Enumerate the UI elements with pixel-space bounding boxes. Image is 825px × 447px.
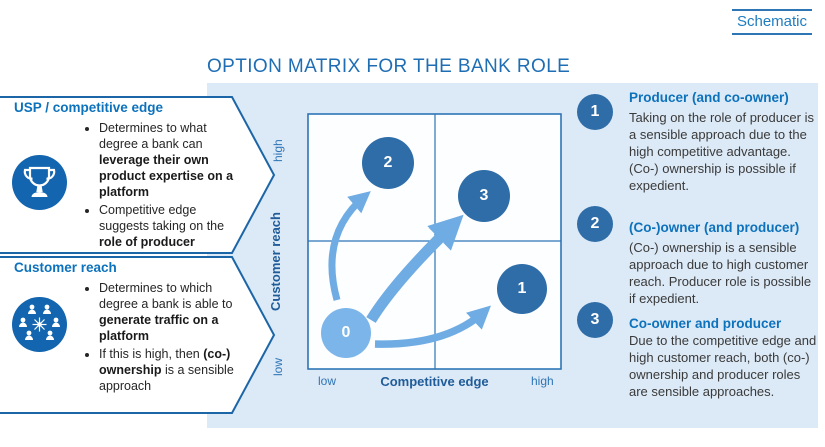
people-network-icon [12, 297, 67, 352]
bullet-item: Determines to what degree a bank can lev… [99, 120, 244, 200]
legend-item-heading: Producer (and co-owner) [629, 90, 789, 105]
matrix-point-3: 3 [458, 170, 510, 222]
callout-chevron-shape [0, 96, 276, 254]
arrow-0-to-3-icon [366, 214, 464, 323]
arrow-0-to-1-icon [374, 305, 491, 348]
trophy-icon [12, 155, 67, 210]
legend-item-heading: Co-owner and producer [629, 316, 782, 331]
bullet-item: Competitive edge suggests taking on the … [99, 202, 244, 250]
matrix-point-0: 0 [321, 308, 371, 358]
legend-item-body: Due to the competitive edge and high cus… [629, 333, 817, 399]
callout-heading: Customer reach [14, 260, 117, 275]
legend-item-heading: (Co-)owner (and producer) [629, 220, 800, 235]
x-axis-low-label: low [318, 374, 337, 388]
x-axis-title: Competitive edge [380, 374, 489, 389]
legend-item-body: (Co-) ownership is a sensible approach d… [629, 240, 812, 306]
matrix-point-2: 2 [362, 137, 414, 189]
page-title: OPTION MATRIX FOR THE BANK ROLE [207, 56, 571, 77]
legend-item: Producer (and co-owner) Taking on the ro… [629, 90, 817, 194]
callout-customer-reach: Customer reach Determines to which degre… [0, 256, 277, 414]
legend-item: (Co-)owner (and producer) (Co-) ownershi… [629, 220, 817, 307]
legend-item-body: Taking on the role of producer is a sens… [629, 110, 814, 193]
callout-bullet-list: Determines to which degree a bank is abl… [84, 280, 244, 396]
legend-number-badge: 3 [577, 302, 613, 338]
callout-usp-competitive-edge: USP / competitive edge Determines to wha… [0, 96, 277, 254]
callout-chevron-shape [0, 256, 276, 414]
callout-bullet-list: Determines to what degree a bank can lev… [84, 120, 244, 252]
matrix-point-1: 1 [497, 264, 547, 314]
bullet-item: If this is high, then (co-) ownership is… [99, 346, 244, 394]
bullet-item: Determines to which degree a bank is abl… [99, 280, 244, 344]
legend-number-badge: 2 [577, 206, 613, 242]
arrow-0-to-2-icon [328, 191, 371, 301]
legend-number-badge: 1 [577, 94, 613, 130]
legend-item: Co-owner and producer Due to the competi… [629, 316, 817, 400]
schematic-tag: Schematic [732, 9, 812, 35]
callout-heading: USP / competitive edge [14, 100, 164, 115]
x-axis-high-label: high [531, 374, 554, 388]
